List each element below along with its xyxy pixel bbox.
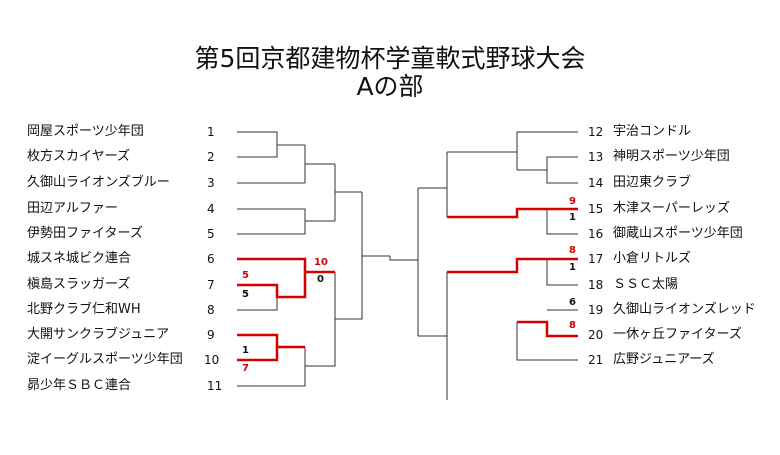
team-name: 北野クラブ仁和WH	[27, 302, 141, 317]
team-number: 14	[588, 176, 604, 190]
team-number: 1	[207, 125, 215, 139]
score-team-10: 7	[242, 363, 249, 374]
score-team-7: 5	[242, 270, 249, 281]
score-team-18: 1	[569, 262, 576, 273]
team-name: 久御山ライオンズレッド	[613, 302, 756, 317]
winner-line	[447, 207, 578, 219]
team-number: 15	[588, 202, 604, 216]
division-title: Aの部	[356, 72, 424, 101]
team-number: 19	[588, 303, 604, 317]
team-number: 4	[207, 202, 215, 216]
bracket-line	[305, 272, 336, 367]
team-number: 9	[207, 328, 215, 342]
score-team-9: 1	[242, 345, 249, 356]
bracket-line	[237, 131, 278, 158]
team-number: 7	[207, 278, 215, 292]
winner-line	[237, 272, 307, 299]
bracket-line	[546, 209, 578, 235]
bracket-line	[389, 256, 418, 261]
winner-line	[237, 347, 279, 362]
team-name: 岡屋スポーツ少年団	[27, 124, 144, 139]
team-number: 21	[588, 353, 604, 367]
score-team-17: 8	[569, 245, 576, 256]
team-name: ＳＳＣ太陽	[613, 277, 679, 292]
team-name: 一休ヶ丘ファイターズ	[613, 327, 742, 342]
team-number: 11	[207, 379, 223, 393]
team-name: 昴少年ＳＢＣ連合	[27, 378, 132, 393]
team-number: 3	[207, 176, 215, 190]
team-number: 5	[207, 227, 215, 241]
team-name: 久御山ライオンズブルー	[27, 175, 170, 190]
team-name: 槇島スラッガーズ	[27, 277, 131, 292]
team-name: 宇治コンドル	[613, 124, 692, 139]
team-name: 淀イーグルスポーツ少年団	[27, 352, 183, 367]
team-number: 2	[207, 150, 215, 164]
winner-line	[517, 320, 578, 338]
score-team-20: 8	[569, 320, 576, 331]
score-team-16: 1	[569, 212, 576, 223]
bracket-line	[546, 259, 578, 286]
winner-line	[447, 257, 578, 274]
bracket-line	[546, 156, 578, 184]
team-name: 木津スーパーレッズ	[613, 201, 730, 216]
team-name: 枚方スカイヤーズ	[27, 149, 130, 164]
bracket-line	[516, 322, 578, 361]
bracket-line	[237, 208, 306, 235]
team-name: 伊勢田ファイターズ	[27, 226, 143, 241]
team-name: 小倉リトルズ	[613, 251, 692, 266]
bracket-line	[237, 347, 306, 387]
team-number: 13	[588, 150, 604, 164]
team-name: 御蔵山スポーツ少年団	[613, 226, 743, 241]
tournament-title: 第5回京都建物杯学童軟式野球大会	[194, 44, 586, 73]
score-team-6: 10	[314, 257, 328, 268]
score-team-15: 9	[569, 196, 576, 207]
winner-line	[237, 257, 335, 274]
bracket-line	[516, 131, 578, 170]
bracket-line	[335, 192, 363, 320]
team-name: 広野ジュニアーズ	[613, 352, 715, 367]
team-number: 12	[588, 125, 604, 139]
bracket-line	[237, 297, 278, 311]
team-name: 城スネ城ビク連合	[27, 251, 132, 266]
team-number: 17	[588, 252, 604, 266]
winner-line	[237, 333, 305, 349]
team-number: 10	[204, 353, 220, 367]
score-team-8: 5	[242, 289, 249, 300]
team-number: 6	[207, 252, 215, 266]
team-name: 大開サンクラブジュニア	[27, 327, 170, 342]
team-name: 田辺アルファー	[27, 201, 118, 216]
score-opponent-6: 0	[317, 274, 324, 285]
bracket-black-lines	[237, 131, 578, 400]
team-number: 20	[588, 328, 604, 342]
team-number: 18	[588, 278, 604, 292]
team-number: 16	[588, 227, 604, 241]
team-number: 8	[207, 303, 215, 317]
bracket-winner-lines	[237, 207, 578, 362]
team-name: 神明スポーツ少年団	[613, 149, 730, 164]
team-name: 田辺東クラブ	[613, 175, 692, 190]
score-team-19: 6	[569, 297, 576, 308]
